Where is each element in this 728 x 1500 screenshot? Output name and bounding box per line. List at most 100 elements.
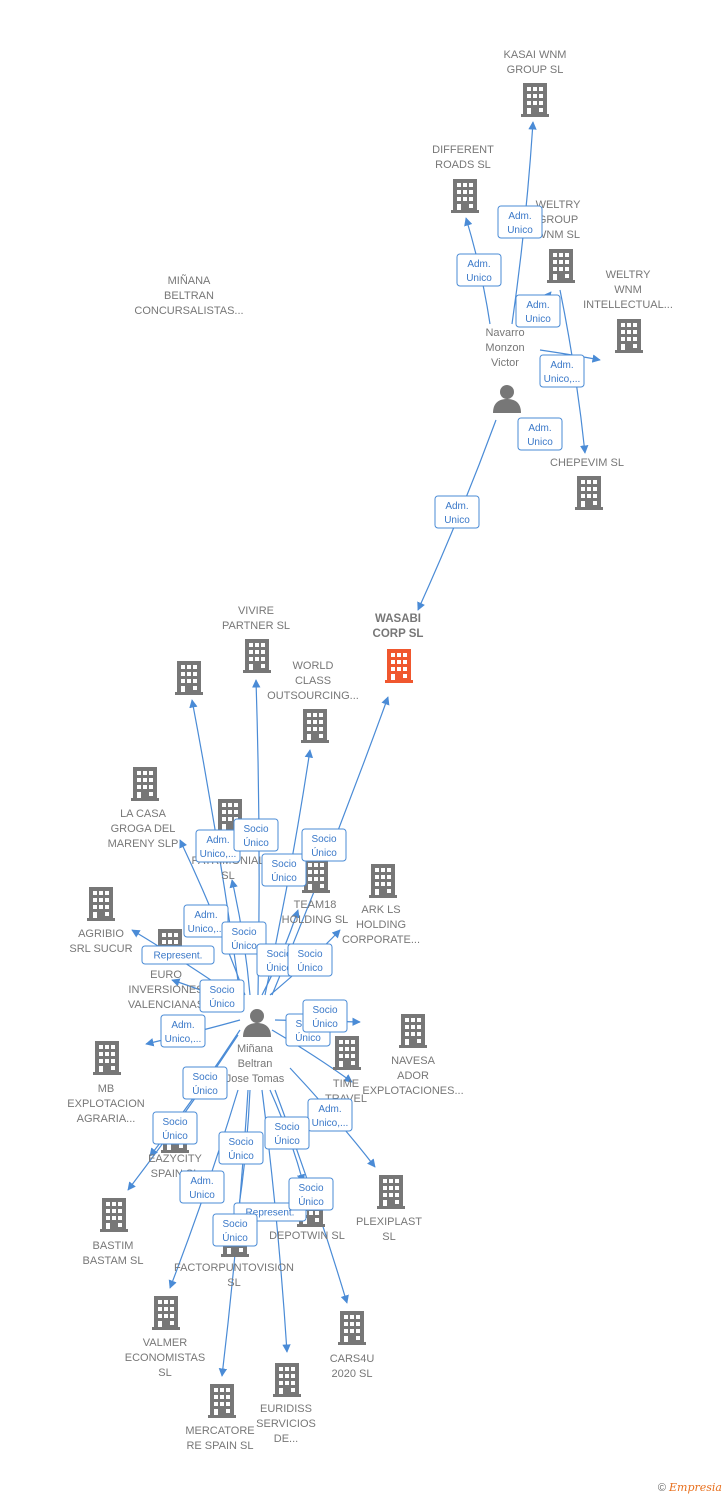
badge-box xyxy=(539,354,585,388)
badge-box xyxy=(302,999,348,1033)
badge-box xyxy=(183,904,229,938)
badge-text: Adm. xyxy=(190,1176,213,1187)
badge-text: Único xyxy=(295,1031,321,1044)
relation-badge[interactable]: Adm.Unico xyxy=(456,253,502,287)
badge-box xyxy=(160,1014,206,1048)
company-timetravel[interactable] xyxy=(333,1036,361,1070)
footer-brand: © Empresia xyxy=(658,1481,722,1494)
badge-text: Único xyxy=(312,1017,338,1030)
badge-box xyxy=(301,828,347,862)
badge-text: Socio xyxy=(311,834,336,845)
badge-box xyxy=(182,1066,228,1100)
building-icon xyxy=(521,83,549,117)
company-mbexpl[interactable] xyxy=(93,1041,121,1075)
company-navesa[interactable] xyxy=(399,1014,427,1048)
company-chepevim-label: CHEPEVIM SL xyxy=(550,457,624,469)
company-cars4u[interactable] xyxy=(338,1311,366,1345)
company-lacasa[interactable] xyxy=(131,767,159,801)
badge-text: Único xyxy=(271,871,297,884)
relation-badge[interactable]: Adm.Unico xyxy=(515,294,561,328)
building-icon xyxy=(399,1014,427,1048)
brand-logo[interactable]: Empresia xyxy=(669,1481,722,1494)
building-icon xyxy=(385,649,413,683)
company-minana_conc[interactable] xyxy=(175,661,203,695)
badge-text: Unico,... xyxy=(312,1118,349,1129)
badge-box xyxy=(497,205,543,239)
badge-text: Unico xyxy=(189,1190,215,1201)
badge-text: Socio xyxy=(298,1183,323,1194)
badge-box xyxy=(141,945,215,965)
edge-minana-timetravel xyxy=(271,1029,353,1083)
badge-text: Adm. xyxy=(467,259,490,270)
company-weltry_group[interactable] xyxy=(547,249,575,283)
badge-text: Adm. xyxy=(550,360,573,371)
relation-badge[interactable]: Adm. Unico,... xyxy=(307,1098,353,1132)
badge-text: Socio xyxy=(192,1072,217,1083)
building-icon xyxy=(100,1198,128,1232)
badge-text: Unico,... xyxy=(200,849,237,860)
company-euridiss[interactable] xyxy=(273,1363,301,1397)
building-icon xyxy=(333,1036,361,1070)
company-kasai[interactable] xyxy=(521,83,549,117)
company-valmer[interactable] xyxy=(152,1296,180,1330)
badge-text: Adm. xyxy=(526,300,549,311)
company-chepevim[interactable] xyxy=(575,476,603,510)
badges-layer: Adm.UnicoAdm.UnicoAdm.UnicoAdm.Unico,...… xyxy=(141,205,585,1247)
badge-box xyxy=(517,417,563,451)
relation-badge[interactable]: Represent. xyxy=(141,945,215,965)
company-plexiplast[interactable] xyxy=(377,1175,405,1209)
person-navarro[interactable] xyxy=(493,385,521,413)
relation-badge[interactable]: Adm. Unico,... xyxy=(539,354,585,388)
badge-text: Único xyxy=(311,846,337,859)
company-arkls[interactable] xyxy=(369,864,397,898)
relation-badge[interactable]: Adm.Unico,... xyxy=(183,904,229,938)
relation-badge[interactable]: Adm.Unico,... xyxy=(195,829,241,863)
company-agribio[interactable] xyxy=(87,887,115,921)
company-wasabi[interactable] xyxy=(385,649,413,683)
badge-text: Adm. xyxy=(318,1104,341,1115)
person-minana[interactable] xyxy=(243,1009,271,1037)
company-vivire[interactable] xyxy=(243,639,271,673)
relation-badge[interactable]: Adm.Unico xyxy=(434,495,480,529)
company-bastim[interactable] xyxy=(100,1198,128,1232)
badge-text: Socio xyxy=(271,859,296,870)
badge-text: Unico,... xyxy=(544,374,581,385)
badge-text: Unico xyxy=(507,225,533,236)
relation-badge[interactable]: Adm.Unico,... xyxy=(160,1014,206,1048)
relation-badge[interactable]: Adm.Unico xyxy=(517,417,563,451)
relation-badge[interactable]: Adm.Unico xyxy=(497,205,543,239)
company-weltry_ip[interactable] xyxy=(615,319,643,353)
building-icon xyxy=(175,661,203,695)
company-worldclass[interactable] xyxy=(301,709,329,743)
building-icon xyxy=(243,639,271,673)
badge-text: Unico xyxy=(444,515,470,526)
building-icon xyxy=(301,709,329,743)
company-mercatore[interactable] xyxy=(208,1384,236,1418)
company-different[interactable] xyxy=(451,179,479,213)
badge-box xyxy=(515,294,561,328)
relation-badge[interactable]: Adm. Unico xyxy=(179,1170,225,1204)
badge-text: Único xyxy=(298,1195,324,1208)
